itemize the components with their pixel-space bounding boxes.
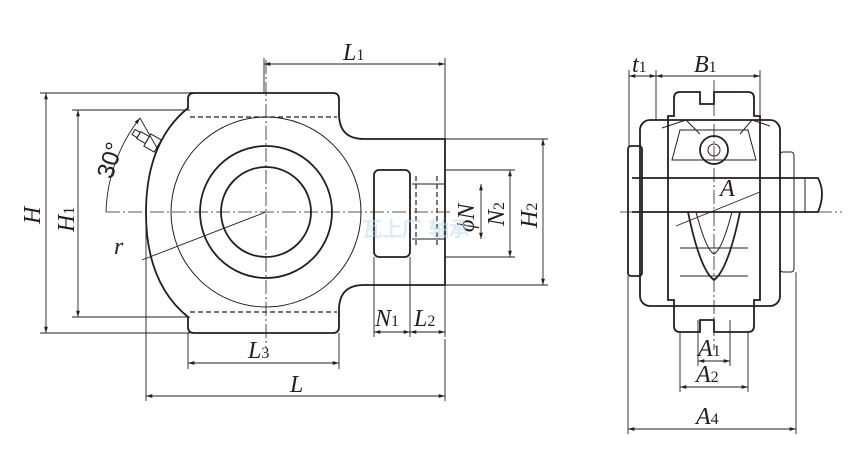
slot	[373, 169, 411, 258]
dimensions-left	[40, 58, 548, 401]
label-H: H	[20, 205, 46, 225]
label-angle: 30°	[92, 139, 129, 182]
label-A: A	[718, 176, 735, 202]
labels: L1 H H1 30° r ϕN N2 H2 N1 L2 L3 L t1 B1 …	[20, 40, 735, 430]
label-L1: L1	[342, 40, 364, 66]
housing-outline	[145, 92, 446, 334]
watermark: 瓦上厂 轴承	[362, 217, 469, 241]
collar	[639, 119, 781, 307]
label-t1: t1	[632, 52, 647, 78]
front-view	[106, 60, 452, 348]
label-r: r	[114, 234, 124, 260]
dimensions-right	[627, 70, 797, 434]
label-H1: H1	[54, 207, 80, 233]
side-view	[620, 80, 842, 350]
label-L2: L2	[413, 306, 435, 332]
label-L3: L3	[247, 338, 269, 364]
label-A4: A4	[694, 404, 719, 430]
label-phiN: ϕN	[454, 202, 480, 232]
grease-nipple-icon	[131, 128, 162, 153]
label-N1: N1	[374, 306, 399, 332]
label-N2: N2	[484, 202, 510, 227]
left-flange	[627, 145, 643, 277]
label-H2: H2	[517, 203, 543, 229]
label-L: L	[289, 372, 303, 398]
label-A1: A1	[696, 336, 721, 362]
label-A2: A2	[694, 362, 719, 388]
label-B1: B1	[694, 52, 717, 78]
